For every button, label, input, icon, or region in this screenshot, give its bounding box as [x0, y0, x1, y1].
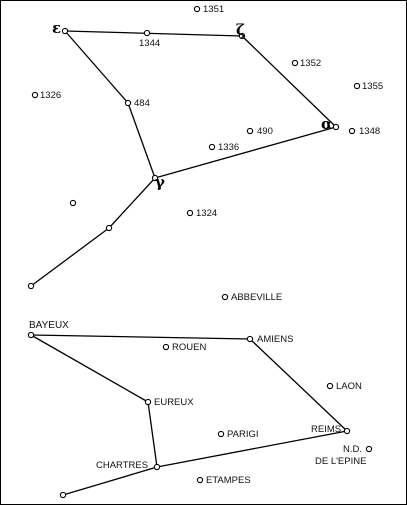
star-484 — [124, 99, 132, 107]
city-bayeux — [27, 331, 35, 339]
star-1336 — [208, 143, 216, 151]
edge-zeta-alpha — [241, 35, 337, 128]
label-zeta: ζ — [236, 21, 245, 39]
label-abbeville: ABBEVILLE — [231, 292, 282, 303]
label-etampes: ETAMPES — [206, 475, 251, 486]
star-1355 — [353, 82, 361, 90]
city-amiens — [246, 335, 254, 343]
cathedral-map: ABBEVILLE BAYEUX AMIENS ROUEN LAON EUREU… — [27, 292, 373, 499]
label-laon: LAON — [336, 381, 362, 392]
label-1348: 1348 — [359, 126, 380, 137]
city-eureux — [144, 398, 152, 406]
label-rouen: ROUEN — [172, 342, 206, 353]
city-rouen — [162, 343, 170, 351]
city-abbeville — [221, 293, 229, 301]
label-chartres: CHARTRES — [96, 460, 148, 471]
star-1351 — [193, 5, 201, 13]
edge-eureux-chartres — [147, 401, 158, 468]
edge-chartres-reims — [156, 430, 348, 468]
edge-chartres-end — [62, 466, 158, 496]
label-gamma: γ — [155, 173, 165, 191]
star-1326 — [31, 91, 39, 99]
edge-epsilon-zeta — [64, 30, 243, 37]
label-parigi: PARIGI — [227, 429, 259, 440]
edge-epsilon-484 — [64, 30, 129, 104]
label-reims: REIMS — [311, 424, 341, 435]
label-1326: 1326 — [40, 90, 61, 101]
star-1344 — [143, 29, 151, 37]
city-nd-de-l-epine — [365, 445, 373, 453]
city-etampes — [196, 476, 204, 484]
edge-484-gamma — [127, 102, 156, 179]
constellation-map: ε ζ α γ 1351 1344 1352 1355 1326 484 490… — [27, 4, 383, 290]
star-unlabeled-left — [69, 199, 77, 207]
label-alpha: α — [321, 115, 333, 133]
edge-gamma-alpha — [154, 126, 337, 179]
city-end — [59, 491, 67, 499]
label-amiens: AMIENS — [257, 334, 293, 345]
star-lower — [105, 224, 113, 232]
label-eureux: EUREUX — [154, 397, 194, 408]
city-parigi — [217, 430, 225, 438]
star-gamma — [151, 174, 159, 182]
label-1355: 1355 — [362, 81, 383, 92]
star-1352 — [291, 59, 299, 67]
label-1324: 1324 — [196, 208, 217, 219]
label-nd-line1: N.D. — [343, 444, 362, 455]
edge-bayeux-amiens — [30, 334, 251, 340]
edge-bayeux-eureux — [30, 334, 149, 403]
label-1336: 1336 — [218, 142, 239, 153]
label-epsilon: ε — [52, 19, 61, 37]
label-bayeux: BAYEUX — [29, 320, 69, 331]
label-484: 484 — [134, 98, 150, 109]
star-1348 — [348, 127, 356, 135]
city-reims — [343, 427, 351, 435]
star-490 — [246, 127, 254, 135]
city-laon — [326, 382, 334, 390]
star-1324 — [186, 209, 194, 217]
edge-amiens-reims — [249, 338, 348, 432]
star-zeta — [238, 32, 246, 40]
label-nd-line2: DE L'EPINE — [315, 456, 366, 467]
edge-gamma-lower — [108, 177, 156, 229]
label-490: 490 — [257, 126, 273, 137]
edge-lower-end — [30, 227, 110, 287]
star-alpha — [332, 123, 340, 131]
star-end — [27, 282, 35, 290]
city-chartres — [153, 463, 161, 471]
label-1351: 1351 — [203, 4, 224, 15]
label-1352: 1352 — [300, 58, 321, 69]
star-epsilon — [61, 27, 69, 35]
label-1344: 1344 — [139, 38, 160, 49]
